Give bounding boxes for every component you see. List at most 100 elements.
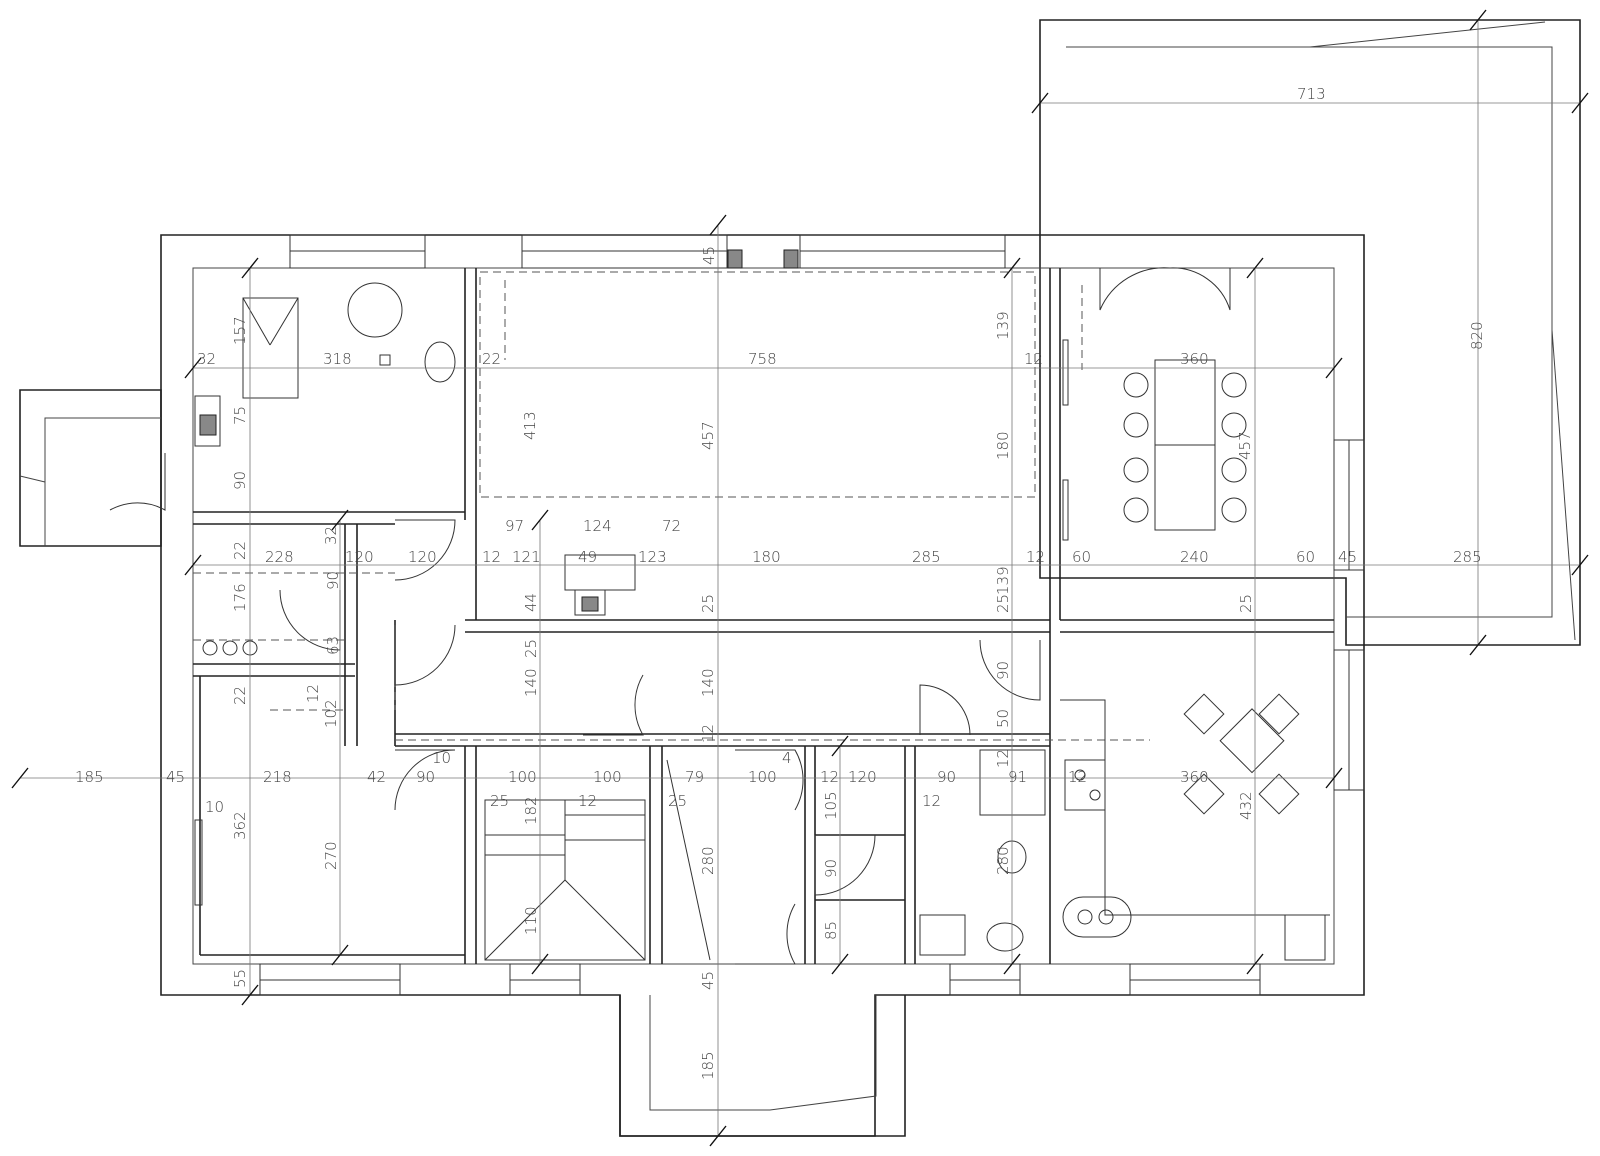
dim-12-d: 12 — [304, 684, 322, 703]
dim-90-b: 90 — [937, 768, 956, 786]
dim-120-small: 120 — [345, 548, 374, 566]
dim-140-a: 140 — [522, 668, 540, 697]
dim-139-top: 139 — [994, 311, 1012, 340]
dim-360-kitchen: 360 — [1180, 768, 1209, 786]
dim-50: 50 — [994, 709, 1012, 728]
dim-4: 4 — [782, 749, 792, 767]
furniture — [194, 282, 1330, 961]
dim-758: 758 — [748, 350, 777, 368]
dim-12-b: 12 — [482, 548, 501, 566]
staircase — [484, 759, 711, 961]
dim-45-bottom: 45 — [699, 971, 717, 990]
dim-90-door-b: 90 — [994, 661, 1012, 680]
dim-entry-90: 90 — [231, 471, 249, 490]
dim-terrace-width: 713 — [1297, 85, 1326, 103]
dim-457-center: 457 — [699, 421, 717, 450]
windows — [259, 234, 1365, 996]
dim-60-a: 60 — [1072, 548, 1091, 566]
dim-139-mid: 139 — [994, 566, 1012, 595]
dim-22-mid: 22 — [231, 541, 249, 560]
dim-120: 120 — [408, 548, 437, 566]
dim-22-top: 22 — [482, 350, 501, 368]
dim-100-b: 100 — [593, 768, 622, 786]
dim-91: 91 — [1008, 768, 1027, 786]
dim-25-f: 25 — [668, 792, 687, 810]
dim-72: 72 — [662, 517, 681, 535]
dim-12-a: 12 — [1024, 350, 1043, 368]
dim-240: 240 — [1180, 548, 1209, 566]
dim-285-right: 285 — [1453, 548, 1482, 566]
dim-45-right: 45 — [1338, 548, 1357, 566]
dimension-lines — [20, 20, 1580, 1136]
dim-110: 110 — [522, 906, 540, 935]
terrace — [1039, 19, 1581, 646]
dim-185-left: 185 — [75, 768, 104, 786]
dim-85: 85 — [822, 921, 840, 940]
dim-12-f: 12 — [994, 749, 1012, 768]
dim-terrace-depth: 820 — [1468, 321, 1486, 350]
dim-176: 176 — [231, 583, 249, 612]
dim-12-h: 12 — [1068, 768, 1087, 786]
entry-annex — [19, 389, 162, 547]
dim-182: 182 — [522, 796, 540, 825]
interior-walls — [193, 268, 1334, 964]
dim-79: 79 — [685, 768, 704, 786]
dim-228: 228 — [265, 548, 294, 566]
dim-55: 55 — [231, 969, 249, 988]
dim-12-e: 12 — [699, 724, 717, 743]
dim-100-a: 100 — [508, 768, 537, 786]
dim-44: 44 — [522, 593, 540, 612]
hidden-lines — [193, 271, 1150, 741]
dim-218: 218 — [263, 768, 292, 786]
dim-285-mid: 285 — [912, 548, 941, 566]
dim-157: 157 — [231, 316, 249, 345]
dim-45-top: 45 — [700, 246, 718, 265]
dim-10-b: 10 — [205, 798, 224, 816]
dim-362: 362 — [231, 811, 249, 840]
dim-25-b: 25 — [994, 594, 1012, 613]
dim-12-j: 12 — [922, 792, 941, 810]
dim-10-a: 10 — [432, 749, 451, 767]
dim-60-b: 60 — [1296, 548, 1315, 566]
dim-42: 42 — [367, 768, 386, 786]
dim-97: 97 — [505, 517, 524, 535]
dim-25-c: 25 — [1237, 594, 1255, 613]
dim-25-d: 25 — [522, 639, 540, 658]
dimension-ticks — [11, 9, 1589, 1147]
dim-180: 180 — [752, 548, 781, 566]
dim-270: 270 — [322, 841, 340, 870]
dim-12-g: 12 — [820, 768, 839, 786]
dim-100-c: 100 — [748, 768, 777, 786]
dim-63: 63 — [324, 636, 342, 655]
dim-140-b: 140 — [699, 668, 717, 697]
dim-32-mid: 32 — [322, 526, 340, 545]
dim-32: 32 — [197, 350, 216, 368]
dim-12-i: 12 — [578, 792, 597, 810]
dim-25-e: 25 — [490, 792, 509, 810]
dim-280-a: 280 — [699, 846, 717, 875]
dim-90-a: 90 — [416, 768, 435, 786]
dim-432: 432 — [1237, 791, 1255, 820]
dim-413: 413 — [521, 411, 539, 440]
exterior-walls — [160, 234, 1365, 1137]
dim-22-c: 22 — [231, 686, 249, 705]
dim-121: 121 — [512, 548, 541, 566]
dim-25-a: 25 — [699, 594, 717, 613]
chimneys — [199, 249, 799, 436]
dim-124: 124 — [583, 517, 612, 535]
dim-105: 105 — [822, 791, 840, 820]
dim-90-door-v: 90 — [324, 571, 342, 590]
dim-49: 49 — [578, 548, 597, 566]
dim-180-right: 180 — [994, 431, 1012, 460]
dim-120-b: 120 — [848, 768, 877, 786]
dim-12-c: 12 — [1026, 548, 1045, 566]
dim-dining-457: 457 — [1236, 431, 1254, 460]
dim-280-b: 280 — [994, 846, 1012, 875]
dim-dining-360: 360 — [1180, 350, 1209, 368]
dim-porch-185: 185 — [699, 1051, 717, 1080]
dim-90-c: 90 — [822, 859, 840, 878]
dim-123: 123 — [638, 548, 667, 566]
dimension-labels: 713 820 45 157 32 318 758 22 139 12 360 … — [75, 85, 1486, 1080]
doors — [109, 267, 1231, 965]
